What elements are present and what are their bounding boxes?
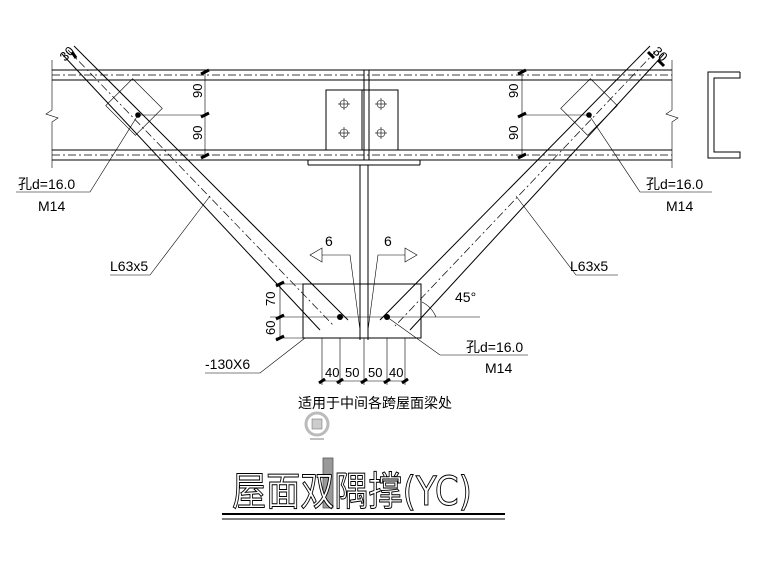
dim-h-2: 50 bbox=[345, 365, 359, 380]
applicability-note: 适用于中间各跨屋面梁处 bbox=[298, 396, 452, 412]
dim-right-top: 90 bbox=[506, 84, 521, 98]
title-marker-bar bbox=[322, 457, 334, 509]
splice-plate bbox=[307, 89, 421, 166]
dim-bottom-top: 70 bbox=[263, 292, 278, 306]
dim-left-bottom: 90 bbox=[190, 126, 205, 140]
angle-degree-label: 45° bbox=[455, 289, 476, 305]
angle-right-label: L63x5 bbox=[570, 258, 608, 274]
channel-section-symbol bbox=[707, 71, 741, 159]
splice-bolt-holes bbox=[338, 98, 387, 139]
right-angle-brace bbox=[379, 45, 665, 331]
hole-right-label: 孔d=16.0 bbox=[646, 176, 703, 192]
text-labels: 90 90 90 90 70 60 40 50 50 40 30 30 孔d=1… bbox=[18, 43, 703, 412]
bolt-right-label: M14 bbox=[666, 198, 693, 214]
dim-h-1: 40 bbox=[325, 365, 339, 380]
weld-left-label: 6 bbox=[325, 233, 333, 249]
weld-right-label: 6 bbox=[384, 233, 392, 249]
title-block: 屋面双隅撑(YC) bbox=[222, 457, 505, 520]
bolt-left-label: M14 bbox=[38, 198, 65, 214]
plate-label: -130X6 bbox=[205, 356, 250, 372]
drawing-title: 屋面双隅撑(YC) bbox=[232, 469, 472, 515]
hole-bottom-label: 孔d=16.0 bbox=[466, 339, 523, 355]
dim-left-top: 90 bbox=[190, 84, 205, 98]
bottom-connection-plate bbox=[270, 247, 480, 339]
bolt-bottom-label: M14 bbox=[485, 360, 512, 376]
dim-right-bottom: 90 bbox=[506, 126, 521, 140]
gusset-stiffener bbox=[359, 165, 369, 340]
angle-left-label: L63x5 bbox=[110, 258, 148, 274]
dim-h-4: 40 bbox=[389, 365, 403, 380]
leader-lines bbox=[16, 114, 712, 374]
edge-right: 30 bbox=[650, 44, 671, 65]
dim-h-3: 50 bbox=[368, 365, 382, 380]
dim-bottom-bottom: 60 bbox=[263, 321, 278, 335]
dimension-lines bbox=[70, 50, 666, 385]
hole-left-label: 孔d=16.0 bbox=[18, 176, 75, 192]
compass-badge-icon bbox=[304, 411, 330, 440]
